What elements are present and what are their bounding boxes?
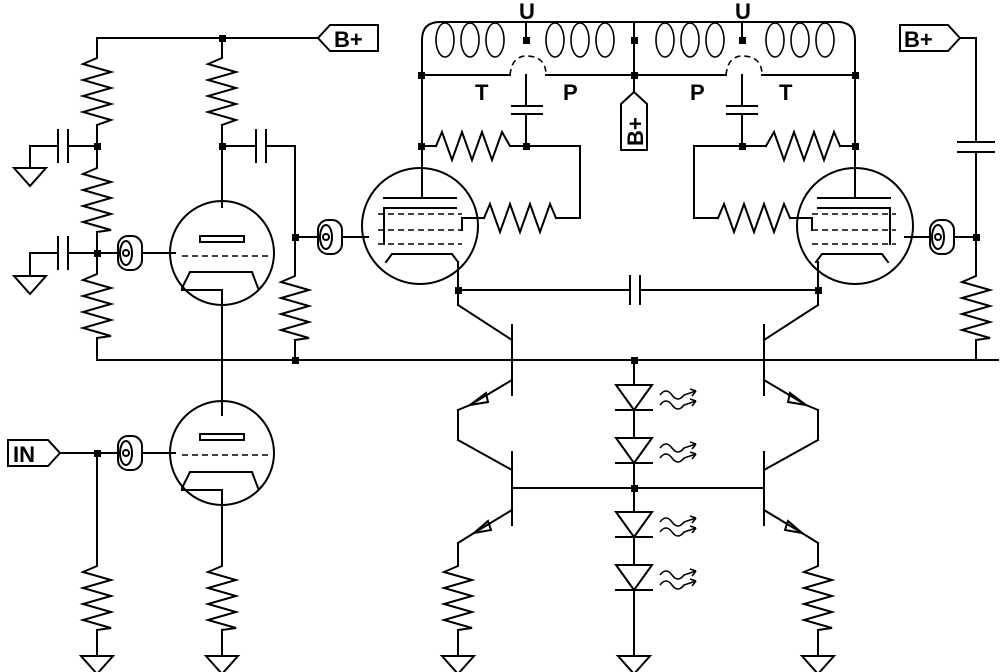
light-arrow-head xyxy=(689,568,697,577)
tap-label-p-left: P xyxy=(563,80,578,105)
light-arrow-head xyxy=(689,441,697,450)
light-arrow xyxy=(659,400,697,410)
bplus-tag-left: B+ xyxy=(316,24,379,52)
led-string xyxy=(511,359,765,649)
bplus-tag-center: B+ xyxy=(620,74,648,151)
light-arrow xyxy=(659,570,697,580)
light-arrow-head xyxy=(689,388,697,397)
ferrite-beads xyxy=(117,219,955,471)
pentode-right xyxy=(796,167,931,291)
light-arrow-head xyxy=(689,398,697,407)
light-arrow xyxy=(659,453,697,463)
cathode-link xyxy=(457,275,819,305)
light-arrow-head xyxy=(689,451,697,460)
left-capacitors xyxy=(57,129,267,270)
bplus-label-left: B+ xyxy=(334,27,363,52)
bplus-label-center: B+ xyxy=(623,117,648,146)
light-arrow-head xyxy=(689,515,697,524)
right-bias-network: B+ xyxy=(899,24,995,361)
light-arrow xyxy=(659,390,697,400)
led-light-arrows xyxy=(659,388,697,590)
light-arrow xyxy=(659,517,697,527)
tap-label-t-right: T xyxy=(779,80,793,105)
output-left-network xyxy=(421,74,581,235)
transistor-left xyxy=(440,289,514,649)
left-resistors xyxy=(79,51,313,632)
pentode-left xyxy=(343,167,479,291)
tap-label-p-right: P xyxy=(690,80,705,105)
light-arrow-head xyxy=(689,578,697,587)
junction-dots xyxy=(94,35,980,492)
tap-label-u-left: U xyxy=(519,0,535,24)
output-right-network xyxy=(693,74,856,235)
input-tag: IN xyxy=(7,439,62,467)
left-wires xyxy=(29,37,999,649)
output-transformer xyxy=(421,21,856,76)
input-label: IN xyxy=(13,442,35,467)
light-arrow xyxy=(659,527,697,537)
triode-upper xyxy=(141,200,275,306)
light-arrow xyxy=(659,580,697,590)
tap-label-t-left: T xyxy=(475,80,489,105)
tap-label-u-right: U xyxy=(735,0,751,24)
light-arrow xyxy=(659,443,697,453)
light-arrow-head xyxy=(689,525,697,534)
bplus-label-right: B+ xyxy=(904,27,933,52)
transistor-right xyxy=(762,289,836,649)
triode-lower xyxy=(141,400,275,506)
